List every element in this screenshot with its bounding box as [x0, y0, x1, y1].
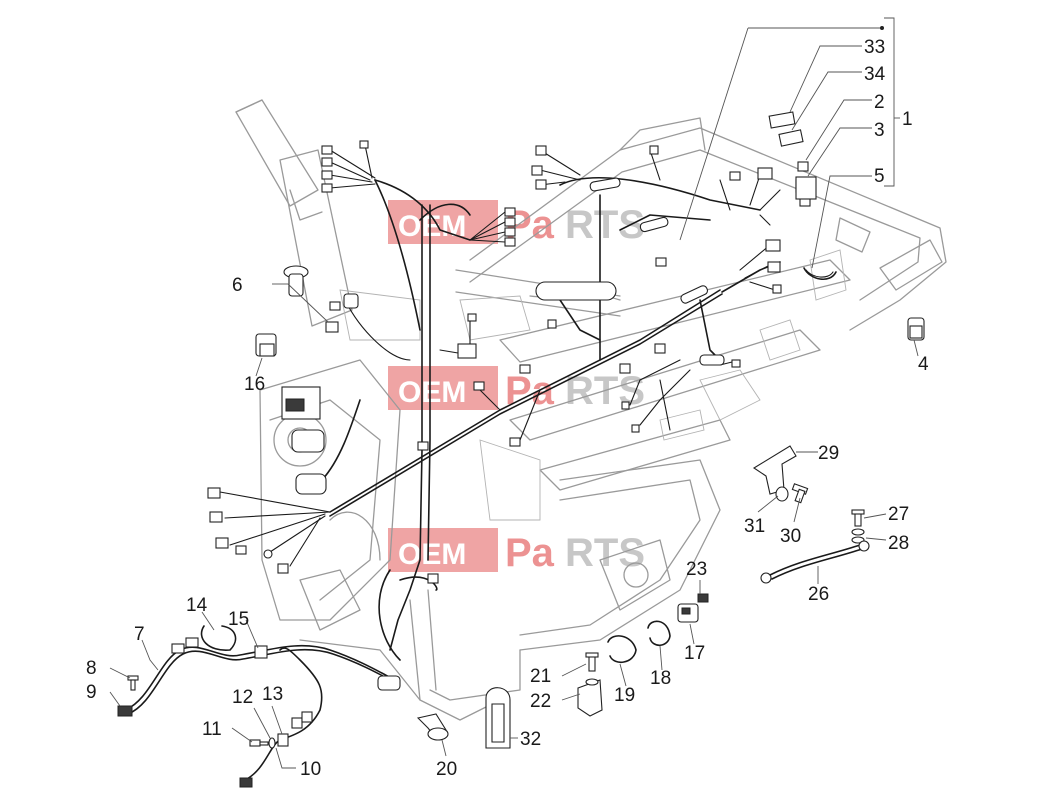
part-23-connector [697, 593, 709, 603]
part-16-clip [255, 333, 277, 357]
leader-lines [109, 17, 919, 769]
callout-18: 18 [650, 668, 671, 689]
callout-13: 13 [262, 684, 283, 705]
callout-10: 10 [300, 759, 321, 780]
callout-11: 11 [202, 719, 222, 740]
watermark-text-rts: RTS [565, 531, 645, 575]
callout-34: 34 [864, 64, 886, 85]
callout-31: 31 [744, 516, 765, 537]
callout-5: 5 [874, 166, 885, 187]
callout-21: 21 [530, 666, 551, 687]
watermark-top: OEM Pa RTS [388, 200, 645, 247]
callout-22: 22 [530, 691, 551, 712]
part-30-bolt [791, 483, 809, 504]
callout-30: 30 [780, 526, 801, 547]
part-18-hose-clamp [647, 620, 671, 647]
part-12-washer [268, 737, 276, 749]
harness-connectors [207, 111, 817, 584]
callout-23: 23 [686, 559, 707, 580]
callout-1: 1 [902, 109, 913, 130]
part-11-bolt [249, 739, 269, 747]
callout-6: 6 [232, 275, 243, 296]
callout-16: 16 [244, 374, 265, 395]
main-wiring-harness [124, 144, 863, 781]
callout-7: 7 [134, 624, 145, 645]
part-22-bracket [577, 678, 603, 717]
callout-4: 4 [918, 354, 929, 375]
part-20-cable-holder [416, 713, 449, 741]
part-26-ring-terminal [760, 572, 772, 584]
callout-numbers: 1 2 3 4 5 6 7 8 9 10 11 12 13 14 15 16 1… [86, 37, 929, 780]
part-19-hose-clamp [607, 635, 637, 663]
callout-2: 2 [874, 92, 885, 113]
watermark-text-oem: OEM [398, 210, 466, 243]
callout-17: 17 [684, 643, 705, 664]
part-15-clip [254, 645, 268, 659]
part-29-bracket [752, 445, 797, 495]
callout-19: 19 [614, 685, 635, 706]
part-32-strap-clip [485, 687, 511, 749]
watermark-text-pa: Pa [505, 531, 555, 575]
callout-14: 14 [186, 595, 208, 616]
callout-20: 20 [436, 759, 457, 780]
part-21-bolt [585, 652, 599, 672]
callout-9: 9 [86, 682, 97, 703]
callout-32: 32 [520, 729, 541, 750]
callout-8: 8 [86, 658, 97, 679]
callout-3: 3 [874, 120, 885, 141]
part-31-washer [775, 486, 789, 502]
part-28-washers [851, 528, 865, 544]
part-17-switch [677, 603, 699, 623]
callout-27: 27 [888, 504, 909, 525]
callout-33: 33 [864, 37, 885, 58]
watermark-text-oem: OEM [398, 376, 466, 409]
callout-26: 26 [808, 584, 829, 605]
part-10-connector [239, 777, 253, 788]
callout-29: 29 [818, 443, 839, 464]
watermark-bottom: OEM Pa RTS [388, 528, 645, 575]
watermark-text-oem: OEM [398, 538, 466, 571]
part-27-bolt [851, 509, 865, 527]
loose-parts [117, 265, 925, 788]
callout-28: 28 [888, 533, 909, 554]
part-4-clip [907, 317, 925, 341]
part-13-clip [277, 733, 289, 747]
callout-12: 12 [232, 687, 253, 708]
callout-15: 15 [228, 609, 249, 630]
part-14-cable-tie [200, 625, 237, 651]
part-9-connector [117, 705, 133, 717]
watermark-text-rts: RTS [565, 203, 645, 247]
part-8-bolt [127, 675, 139, 691]
